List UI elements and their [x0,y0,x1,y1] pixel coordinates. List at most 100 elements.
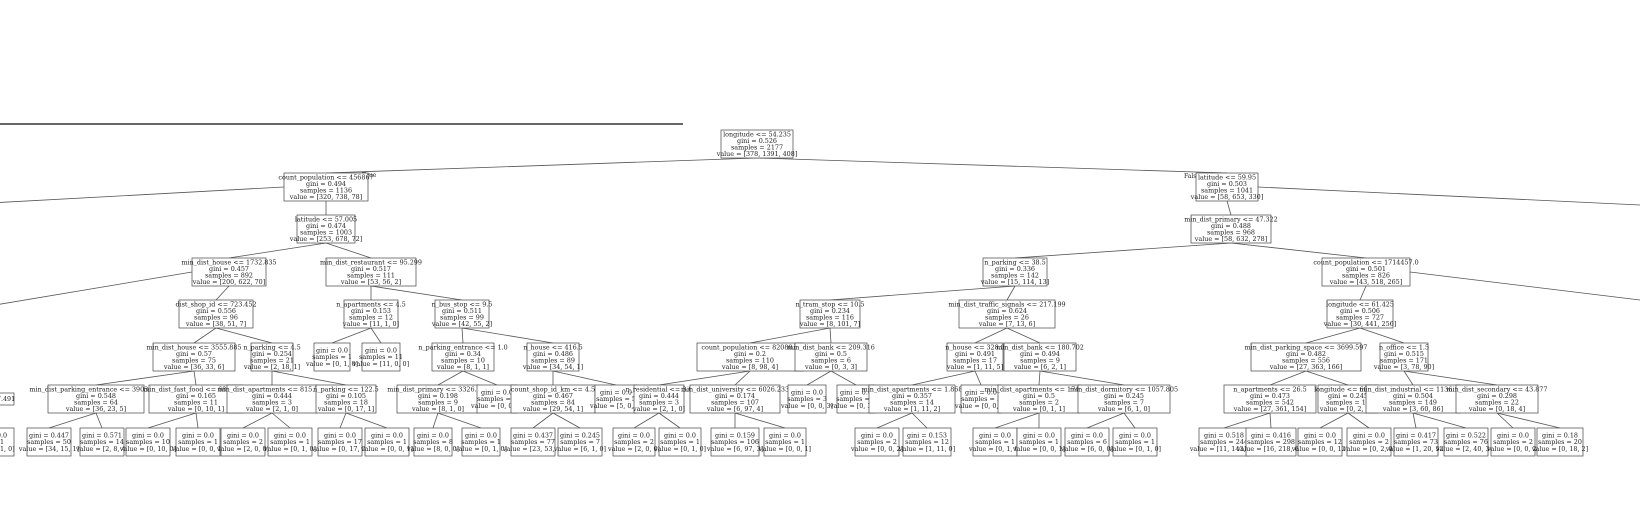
node-line: gini = 0.0 [227,432,259,440]
node-line: samples = 14 [1326,399,1370,407]
node-box [178,299,254,329]
node-line: value = [2, 1, 0] [245,405,298,413]
node-line: value = [34, 15, 1] [18,445,79,453]
node-line: value = [0, 0, 3] [954,402,1007,410]
node-line: value = [5, 0, 0] [589,402,642,410]
node-line: gini = 0.245 [1104,392,1144,400]
tree-edge [1006,285,1016,301]
node-line: gini = 0.488 [1211,222,1251,230]
node-box [799,299,861,329]
node-line: gini = 0.494 [1020,350,1060,358]
tree-edge [1409,271,1641,301]
node-line: gini = 0.486 [533,350,573,358]
node-box [1346,427,1392,457]
node-box [720,129,794,159]
tree-edge [1305,370,1349,386]
node-line: gini = 0.5 [1023,392,1055,400]
node-line: n_apartments <= 4.5 [336,300,405,308]
node-line: samples = 96 [194,314,238,322]
node-line: value = [8, 98, 4] [721,363,778,371]
tree-edge [658,412,681,429]
node-line: gini = 0.5 [815,350,847,358]
node-line: samples = 727 [1336,314,1384,322]
node-box [633,384,685,414]
tree-edge [95,370,195,386]
tree-edge [0,186,285,203]
node-line: count_shop_id_km <= 4.5 [511,385,595,393]
node-line: min_dist_restaurant <= 95.299 [320,258,422,266]
node-line: samples = 17 [953,357,997,365]
node-line: samples = 1 [1019,438,1059,446]
node-line: value = [0, 1, 0] [263,445,316,453]
node-line: gini = 0.0 [1023,432,1055,440]
node-line: gini = 0.571 [82,432,122,440]
node-line: [0, 1, 0] [0,445,15,453]
node-line: n_parking <= 38.5 [984,258,1045,266]
node-line: gini = 0.0 [371,432,403,440]
node-line: gini = 0.444 [639,392,679,400]
node-box [763,427,807,457]
node-line: min_dist_house <= 3555.885 [147,343,242,351]
tree-edge [1412,412,1467,429]
node-line: value = [2, 1, 0] [632,405,685,413]
node-box [26,427,72,457]
node-line: n_bus_stop <= 9.5 [432,300,493,308]
tree-edge [911,370,976,386]
tree-edge [532,412,554,429]
node-line: samples = 111 [347,272,395,280]
node-line: value = [38, 51, 7] [185,320,246,328]
node-line: min_dist_secondary <= 43.877 [1447,385,1548,393]
node-line: value = [3, 78, 90] [1373,363,1434,371]
tree-edge [437,370,464,386]
node-line: gini = 0.494 [306,180,346,188]
node-box [226,384,318,414]
node-box [0,392,15,406]
node-line: count_population <= 456867 [278,173,373,181]
node-line: samples = 171 [1380,357,1428,365]
node-line: gini = 0.518 [1204,432,1244,440]
node-box [1321,257,1411,287]
node-line: n_parking <= 122.5 [313,385,378,393]
node-line: gini = 0.0 [365,347,397,355]
node-box [1112,427,1158,457]
node-line: longitude <= 61.425 [1326,300,1394,308]
node-line: samples = 107 [711,399,759,407]
node-line: gini = 0.457 [209,265,249,273]
node-line: gini = 0.245 [560,432,600,440]
node-line: min_dist_primary <= 47.322 [1184,215,1277,223]
node-line: gini = 0.234 [810,307,850,315]
node-box [510,384,596,414]
node-line: samples = 12 [1298,438,1342,446]
node-box [79,427,125,457]
node-line: samples = 1 [270,438,310,446]
node-box [1064,427,1110,457]
node-line: samples = 21 [250,357,294,365]
node-line: gini = 0.482 [1286,350,1326,358]
node-line: gini = 0.491 [955,350,995,358]
tree-edge [974,370,982,386]
node-box [982,257,1048,287]
node-line: value = [0, 0, 1] [470,402,523,410]
node-line: value = [6, 97, 3] [706,445,763,453]
node-line: value = [0, 1, 0] [653,445,706,453]
node-line: gini = 0.18 [1542,432,1578,440]
node-box [152,342,236,372]
node-line: samples = 73 [1394,438,1438,446]
node-box [250,342,294,372]
node-line: value = [0, 0, 12] [1291,445,1348,453]
node-line: gini = 0.336 [995,265,1035,273]
